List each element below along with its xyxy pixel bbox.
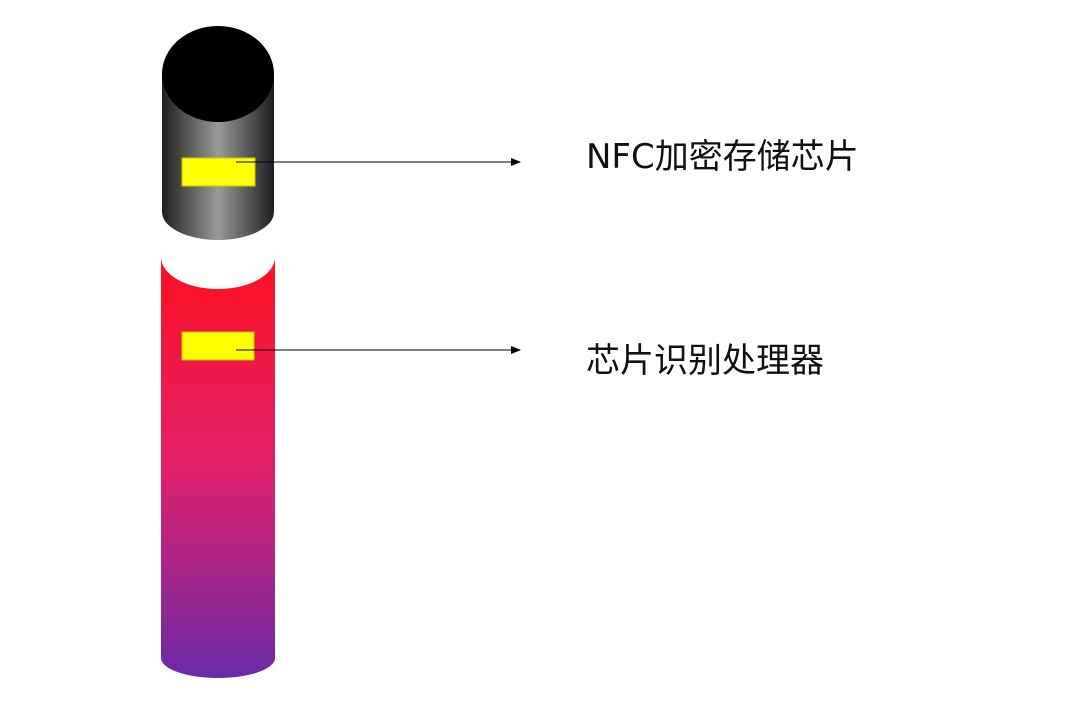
cap-top-face bbox=[162, 26, 274, 122]
nfc-chip-label: NFC加密存储芯片 bbox=[586, 137, 859, 177]
cap-cylinder bbox=[162, 26, 274, 240]
tube-body bbox=[161, 257, 275, 678]
tube-cylinder bbox=[161, 257, 275, 678]
processor-chip bbox=[181, 331, 255, 361]
processor-label: 芯片识别处理器 bbox=[586, 341, 824, 381]
nfc-chip bbox=[181, 157, 256, 187]
